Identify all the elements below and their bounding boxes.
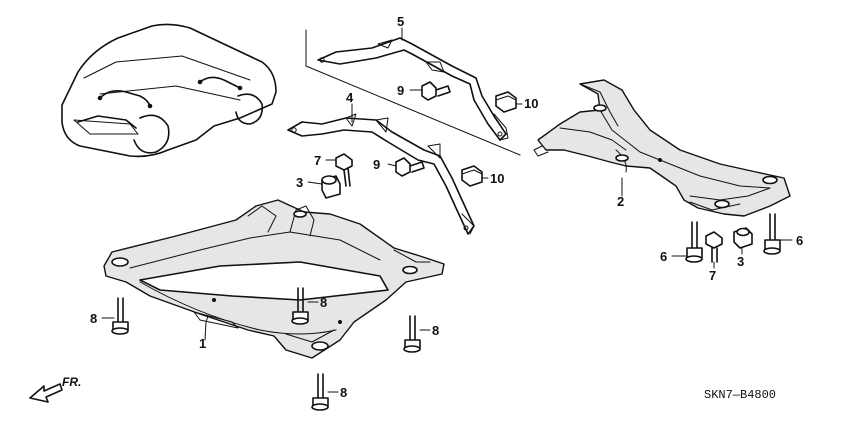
callout-5: 5 [397,14,404,29]
callout-2: 2 [617,194,624,209]
front-direction-indicator: FR. [29,375,81,403]
front-label: FR. [62,375,81,389]
callout-6-left: 6 [660,249,667,264]
callout-6-right: 6 [796,233,803,248]
bolt-8-bottom [311,373,329,411]
diagram-code: SKN7—B4800 [704,388,776,402]
callout-9-upper: 9 [397,83,404,98]
callout-8-center: 8 [320,295,327,310]
callout-9-lower: 9 [373,157,380,172]
bolt-6-left [685,221,703,263]
part-2-subframe [533,79,791,217]
callout-1: 1 [199,336,206,351]
callout-4: 4 [346,90,354,105]
bolt-8-left [111,297,129,335]
bolt-6-right [763,213,781,255]
callout-8-bottom: 8 [340,385,347,400]
bolt-9-lower [395,157,425,177]
section-divider [305,29,521,156]
callout-8-left: 8 [90,311,97,326]
bolt-8-center [291,287,309,325]
callout-10-lower: 10 [490,171,504,186]
callout-7-right: 7 [709,268,716,283]
bolt-7-left [335,153,353,187]
leader-lines [101,27,793,393]
callout-7-left: 7 [314,153,321,168]
mount-3-left [321,175,341,199]
nut-10-upper [495,91,517,113]
bolt-7-right [705,231,723,263]
callout-10-upper: 10 [524,96,538,111]
mount-3-right [733,227,753,249]
bolt-8-right [403,315,421,353]
callout-8-right: 8 [432,323,439,338]
callout-3-left: 3 [296,175,303,190]
car-outline [61,23,277,158]
callout-labels: 5 9 10 4 9 10 7 3 1 8 8 8 8 2 6 6 7 3 [90,14,803,400]
callout-3-right: 3 [737,254,744,269]
nut-10-lower [461,165,483,187]
part-4-stiffener [287,113,475,235]
front-arrow-icon [29,383,63,403]
bolt-9-upper [421,81,451,101]
part-1-subframe [103,199,445,359]
